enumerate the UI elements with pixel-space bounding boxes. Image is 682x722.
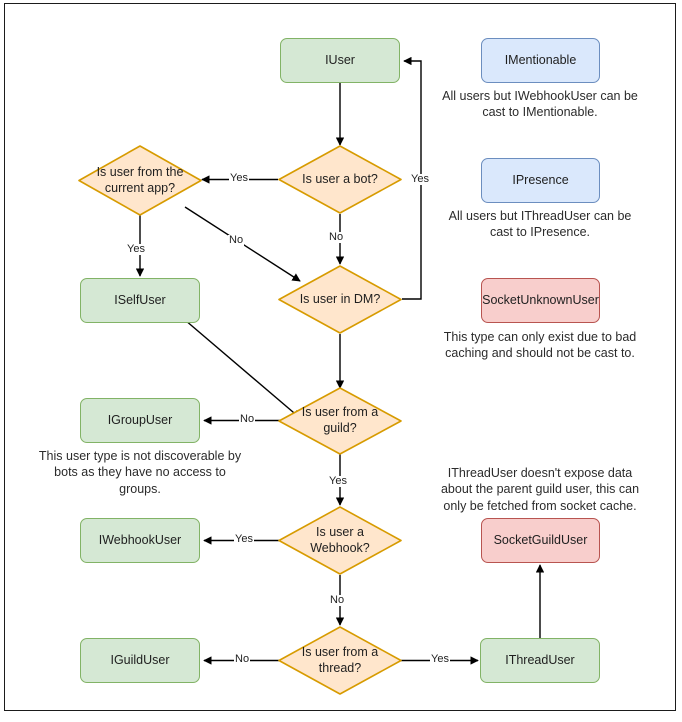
diamond-shape — [278, 265, 402, 334]
node-socketunknownuser[interactable]: SocketUnknownUser — [481, 278, 600, 323]
node-is-user-from-current-app[interactable]: Is user from the current app? — [78, 145, 202, 216]
node-is-user-in-dm[interactable]: Is user in DM? — [278, 265, 402, 334]
diamond-shape — [78, 145, 202, 216]
node-socketguilduser-label: SocketGuildUser — [493, 532, 588, 547]
note-socketunknownuser: This type can only exist due to bad cach… — [443, 330, 637, 361]
node-socketunknownuser-label: SocketUnknownUser — [482, 292, 599, 307]
node-is-user-a-bot-label: Is user a bot? — [302, 171, 378, 186]
edge-label-app-no: No — [228, 234, 245, 246]
node-socketguilduser[interactable]: SocketGuildUser — [481, 518, 600, 563]
diamond-shape — [278, 626, 402, 695]
note-socketguilduser: IThreadUser doesn't expose data about th… — [440, 466, 640, 513]
node-iselfuser[interactable]: ISelfUser — [80, 278, 200, 323]
node-iguilduser-label: IGuildUser — [110, 652, 170, 667]
edge-label-guild-yes: Yes — [328, 475, 348, 487]
node-is-user-in-dm-label: Is user in DM? — [299, 291, 381, 306]
node-iuser-label: IUser — [325, 52, 355, 67]
edge-label-bot-yes: Yes — [229, 172, 249, 184]
edge-label-webhook-no: No — [329, 594, 346, 606]
diamond-shape — [278, 145, 402, 214]
note-imentionable: All users but IWebhookUser can be cast t… — [442, 89, 638, 120]
node-imentionable-label: IMentionable — [504, 52, 577, 67]
node-igroupuser[interactable]: IGroupUser — [80, 398, 200, 443]
node-is-user-a-webhook-label: Is user a Webhook? — [310, 524, 370, 555]
node-ithreaduser[interactable]: IThreadUser — [480, 638, 600, 683]
node-is-user-from-current-app-label: Is user from the current app? — [96, 164, 184, 195]
edge-label-thread-no: No — [234, 653, 251, 665]
node-is-user-from-a-thread-label: Is user from a thread? — [301, 644, 379, 675]
node-iwebhookuser-label: IWebhookUser — [98, 532, 182, 547]
edge-label-guild-no: No — [239, 413, 256, 425]
edge-label-bot-no: No — [328, 231, 345, 243]
node-iguilduser[interactable]: IGuildUser — [80, 638, 200, 683]
node-is-user-from-a-guild[interactable]: Is user from a guild? — [278, 387, 402, 455]
node-is-user-a-webhook[interactable]: Is user a Webhook? — [278, 506, 402, 575]
edge-label-dm-yes: Yes — [410, 173, 430, 185]
node-imentionable[interactable]: IMentionable — [481, 38, 600, 83]
diamond-shape — [278, 387, 402, 455]
diamond-shape — [278, 506, 402, 575]
edge-label-webhook-yes: Yes — [234, 533, 254, 545]
node-igroupuser-label: IGroupUser — [107, 412, 173, 427]
node-is-user-from-a-guild-label: Is user from a guild? — [301, 405, 379, 435]
node-is-user-a-bot[interactable]: Is user a bot? — [278, 145, 402, 214]
node-iwebhookuser[interactable]: IWebhookUser — [80, 518, 200, 563]
node-iselfuser-label: ISelfUser — [114, 292, 166, 307]
note-ipresence: All users but IThreadUser can be cast to… — [448, 209, 632, 240]
node-ipresence[interactable]: IPresence — [481, 158, 600, 203]
note-igroupuser: This user type is not discoverable by bo… — [38, 449, 242, 496]
node-is-user-from-a-thread[interactable]: Is user from a thread? — [278, 626, 402, 695]
node-ithreaduser-label: IThreadUser — [505, 652, 575, 667]
node-iuser[interactable]: IUser — [280, 38, 400, 83]
edge-label-thread-yes: Yes — [430, 653, 450, 665]
node-ipresence-label: IPresence — [512, 172, 569, 187]
edge-label-app-yes: Yes — [126, 243, 146, 255]
